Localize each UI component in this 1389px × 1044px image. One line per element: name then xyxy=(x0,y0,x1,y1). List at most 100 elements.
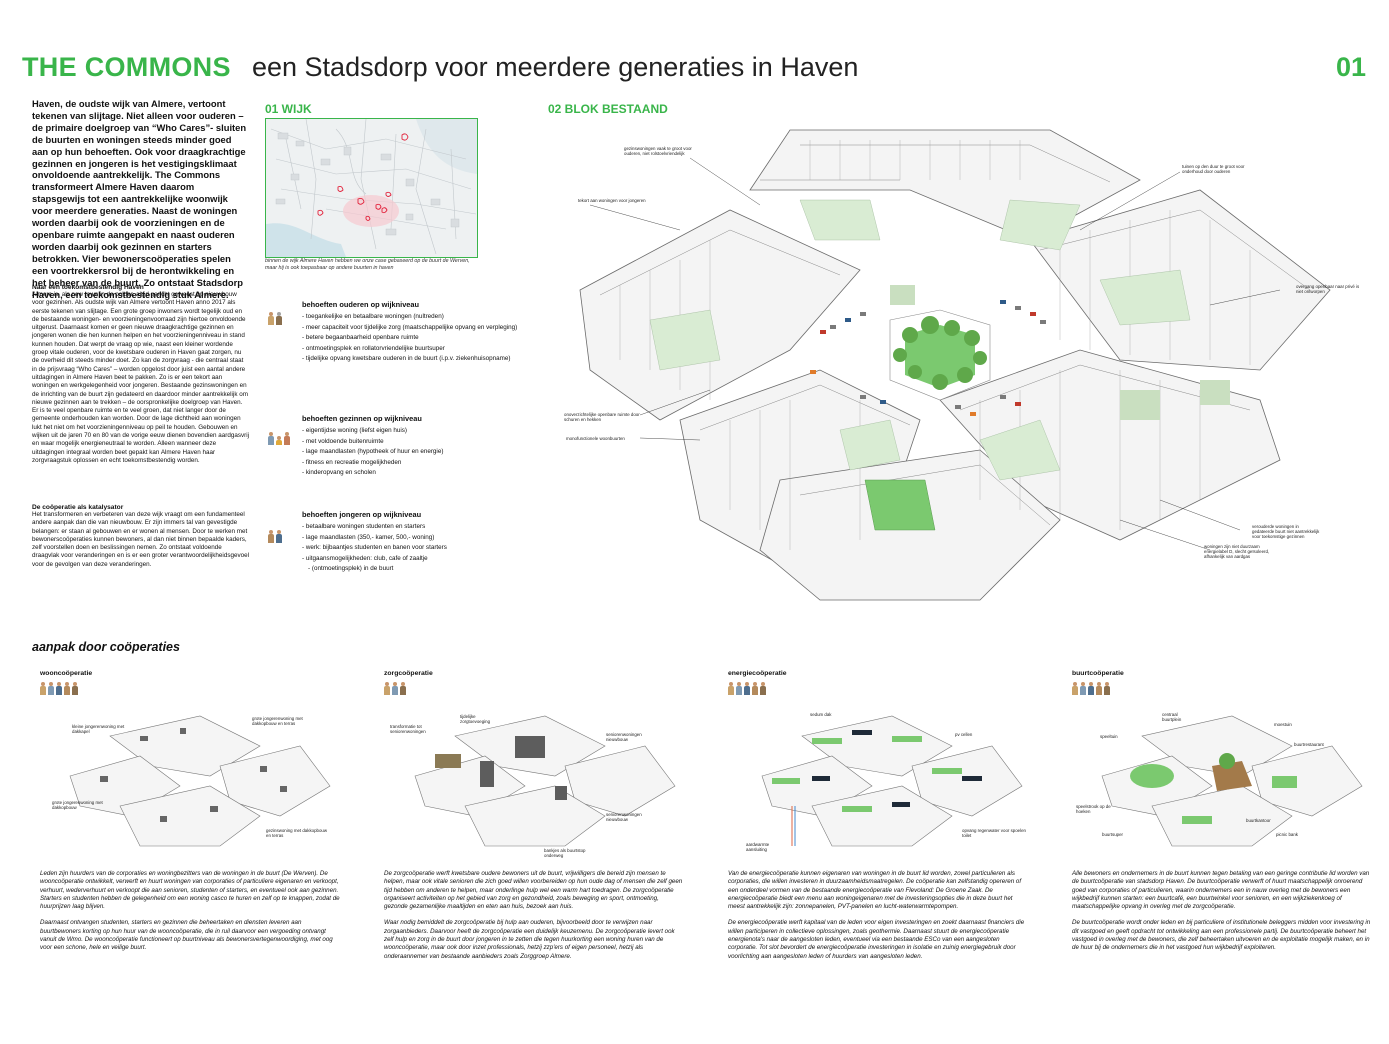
coop-annotation: buurtrestaurant xyxy=(1294,742,1324,747)
map-drawing xyxy=(266,119,477,257)
buurtcoop-diagram xyxy=(1092,706,1372,856)
coop-wooncooperatie: wooncoöperatie xyxy=(40,670,340,695)
needs-item: betere begaanbaarheid openbare ruimte xyxy=(302,333,522,344)
people-icons xyxy=(1072,682,1372,695)
section-text: Almere is, als new town in de polder, al… xyxy=(32,291,250,464)
intro-section-1: Naar een toekomstbestendig Haven Almere … xyxy=(32,284,250,465)
needs-item: betaalbare woningen studenten en starter… xyxy=(302,522,522,533)
coop-annotation: buurtsuper xyxy=(1102,832,1123,837)
coop-paragraph: De zorgcoöperatie werft kwetsbare oudere… xyxy=(384,870,683,911)
coop-paragraph: Van de energiecoöperatie kunnen eigenare… xyxy=(728,870,1022,911)
blok-annotation: overgang openbaar naar privé is niet ont… xyxy=(1296,284,1360,295)
needs-title: behoeften jongeren op wijkniveau xyxy=(302,510,422,519)
needs-item: fitness en recreatie mogelijkheden xyxy=(302,458,522,469)
needs-youth: behoeften jongeren op wijkniveau betaalb… xyxy=(302,510,522,575)
blok-annotation: verouderde woningen in gedateerde buurt … xyxy=(1252,524,1320,540)
people-icons-elderly xyxy=(268,312,282,325)
energiecoop-diagram xyxy=(752,706,1032,856)
intro-column: Haven, de oudste wijk van Almere, vertoo… xyxy=(32,98,247,300)
section-title: De coöperatie als katalysator xyxy=(32,504,124,511)
coop-annotation: speeltuin xyxy=(1100,734,1118,739)
zorgcoop-diagram xyxy=(405,706,685,856)
section-text: Het transformeren en verbeteren van deze… xyxy=(32,511,250,568)
people-icons-families xyxy=(268,432,290,445)
map-caption: binnen de wijk Almere Haven hebben we on… xyxy=(265,258,470,271)
block-drawing xyxy=(579,129,1331,601)
coop-annotation: seniorenwoningen nieuwbouw xyxy=(606,812,642,823)
coop-annotation: bankjes als buurtstop onderweg xyxy=(544,848,586,859)
intro-lead: Haven, de oudste wijk van Almere, vertoo… xyxy=(32,98,247,300)
blok-annotation: woningen zijn niet duurzaam energielabel… xyxy=(1204,544,1270,560)
coop-paragraph: Alle bewoners en ondernemers in de buurt… xyxy=(1072,870,1370,911)
coop-paragraph: De energiecoöperatie werft kapitaal van … xyxy=(728,919,1025,960)
coop-annotation: moestuin xyxy=(1274,722,1292,727)
coop-paragraph: Leden zijn huurders van de corporaties e… xyxy=(40,870,340,911)
coop-zorgcooperatie: zorgcoöperatie xyxy=(384,670,684,695)
blok-heading: 02 BLOK BESTAAND xyxy=(548,102,668,116)
needs-item: meer capaciteit voor tijdelijke zorg (ma… xyxy=(302,323,522,334)
needs-title: behoeften ouderen op wijkniveau xyxy=(302,300,420,309)
coop-annotation: buurtkantoor xyxy=(1246,818,1271,823)
people-icons-youth xyxy=(268,530,282,543)
coop-annotation: picnic bank xyxy=(1276,832,1298,837)
needs-elderly: behoeften ouderen op wijkniveau toeganke… xyxy=(302,300,522,365)
coop-annotation: grote jongerenwoning met dakkopbouw en t… xyxy=(252,716,303,727)
coop-annotation: seniorenwoningen nieuwbouw xyxy=(606,732,642,743)
neighbourhood-map xyxy=(265,118,478,258)
needs-item: lage maandlasten (hypotheek of huur en e… xyxy=(302,447,522,458)
coop-buurtcooperatie: buurtcoöperatie xyxy=(1072,670,1372,695)
coop-annotation: grote jongerenwoning met dakkopbouw xyxy=(52,800,103,811)
coop-annotation: speelstrook op de hoeken xyxy=(1076,804,1111,815)
needs-item: kinderopvang en scholen xyxy=(302,468,522,479)
coop-annotation: opvang regenwater voor spoelen toilet xyxy=(962,828,1026,839)
project-title: THE COMMONS xyxy=(22,52,231,82)
coop-annotation: pv cellen xyxy=(955,732,973,737)
needs-item: werk: bijbaantjes studenten en banen voo… xyxy=(302,543,522,554)
coop-paragraph: Daarnaast ontvangen studenten, starters … xyxy=(40,919,333,952)
coop-paragraph: De buurtcoöperatie wordt onder leden en … xyxy=(1072,919,1371,952)
needs-title: behoeften gezinnen op wijkniveau xyxy=(302,414,422,423)
needs-item: lage maandlasten (350,- kamer, 500,- won… xyxy=(302,533,522,544)
coop-annotation: gezinswoning met dakkopbouw en terras xyxy=(266,828,328,839)
needs-item: (ontmoetingsplek) in de buurt xyxy=(302,564,522,575)
coop-title: energiecoöperatie xyxy=(728,670,787,677)
needs-item: ontmoetingsplek en rollatorvriendelijke … xyxy=(302,344,522,355)
coop-text: Alle bewoners en ondernemers in de buurt… xyxy=(1072,870,1372,953)
blok-annotation: onoverzichtelijke openbare ruimte door s… xyxy=(564,412,640,423)
block-axonometric xyxy=(560,120,1360,620)
coop-energiecooperatie: energiecoöperatie xyxy=(728,670,1028,695)
needs-item: toegankelijke en betaalbare woningen (nu… xyxy=(302,312,522,323)
people-icons xyxy=(728,682,1028,695)
people-icons xyxy=(384,682,684,695)
coop-annotation: aardwarmte aansluiting xyxy=(746,842,770,853)
blok-annotation: tuinen op den duur te groot voor onderho… xyxy=(1182,164,1245,175)
coop-annotation: centraal buurtplein xyxy=(1162,712,1182,723)
wooncoop-diagram xyxy=(60,706,340,856)
coop-paragraph: Waar nodig bemiddelt de zorgcoöperatie b… xyxy=(384,919,675,960)
coop-text: Leden zijn huurders van de corporaties e… xyxy=(40,870,340,953)
page-number: 01 xyxy=(1336,52,1367,82)
wijk-heading: 01 WIJK xyxy=(265,102,312,116)
needs-item: eigentijdse woning (liefst eigen huis) xyxy=(302,426,522,437)
needs-item: tijdelijke opvang kwetsbare ouderen in d… xyxy=(302,354,522,365)
coop-annotation: tijdelijke zorgtoevoeging xyxy=(460,714,491,725)
coop-text: Van de energiecoöperatie kunnen eigenare… xyxy=(728,870,1028,961)
project-subtitle: een Stadsdorp voor meerdere generaties i… xyxy=(252,52,859,82)
blok-annotation: gezinswoningen vaak te groot voor oudere… xyxy=(624,146,692,157)
needs-item: met voldoende buitenruimte xyxy=(302,437,522,448)
coop-text: De zorgcoöperatie werft kwetsbare oudere… xyxy=(384,870,684,961)
intro-section-2: De coöperatie als katalysator Het transf… xyxy=(32,504,250,569)
people-icons xyxy=(40,682,340,695)
coop-title: buurtcoöperatie xyxy=(1072,670,1124,677)
blok-annotation: monofunctionele woonbuurten xyxy=(566,436,625,441)
coop-title: wooncoöperatie xyxy=(40,670,93,677)
needs-item: uitgaansmogelijkheden: club, cafe of zaa… xyxy=(302,554,522,565)
needs-families: behoeften gezinnen op wijkniveau eigenti… xyxy=(302,414,522,479)
section-title: Naar een toekomstbestendig Haven xyxy=(32,284,144,291)
coop-title: zorgcoöperatie xyxy=(384,670,433,677)
blok-annotation: tekort aan woningen voor jongeren xyxy=(578,198,646,203)
coop-annotation: sedum dak xyxy=(810,712,832,717)
coop-annotation: kleine jongerenwoning met dakkapel xyxy=(72,724,125,735)
coop-annotation: transformatie tot seniorenwoningen xyxy=(390,724,426,735)
aanpak-heading: aanpak door coöperaties xyxy=(32,640,180,654)
